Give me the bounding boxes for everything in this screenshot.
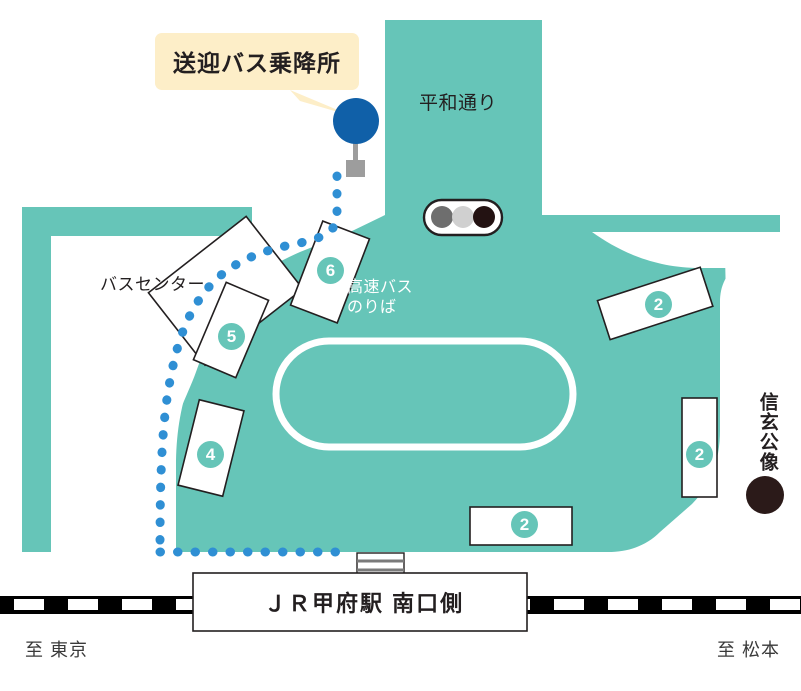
bus-stop-pin-icon: [333, 98, 379, 177]
marker-6: 6: [317, 257, 344, 284]
left-road-band-foot: [22, 510, 51, 552]
label-direction-matsumoto: 至 松本: [717, 640, 781, 660]
bus-pickup-callout: 送迎バス乗降所: [155, 33, 359, 90]
label-heiwa-dori-street: 平和通り: [419, 93, 498, 114]
dotted-walking-path: [155, 171, 342, 557]
marker-4: 4: [197, 441, 224, 468]
plaza-bottom-right-cut: [620, 470, 720, 556]
label-bus-center: バスセンター: [100, 275, 205, 294]
label-express-bus-line2: のりば: [347, 299, 397, 316]
marker-2-bottom: 2: [511, 511, 538, 538]
central-roundabout-road: [272, 337, 577, 451]
marker-2-top-right: 2: [645, 291, 672, 318]
left-road-band: [22, 207, 252, 528]
label-express-bus-line1: 高速バス: [347, 279, 414, 296]
label-shingen-statue: 信玄公像: [756, 392, 778, 472]
marker-5: 5: [218, 323, 245, 350]
avenue-heiwa-dori: [385, 20, 542, 215]
traffic-signal-icon: [422, 198, 504, 237]
station-building-box: [192, 572, 528, 632]
statue-dot-icon: [746, 476, 784, 514]
label-jr-kofu-station: ＪＲ甲府駅 南口側: [264, 591, 465, 616]
marker-2-right: 2: [686, 441, 713, 468]
label-direction-tokyo: 至 東京: [25, 640, 89, 660]
